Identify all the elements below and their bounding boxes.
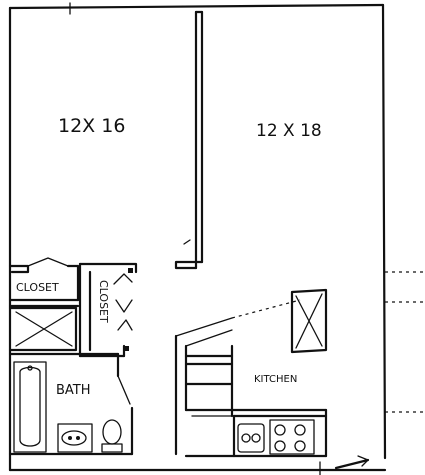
entry-door bbox=[319, 455, 370, 475]
kitchen-sink bbox=[237, 423, 265, 453]
closet-1-label: CLOSET bbox=[16, 281, 59, 294]
closet-2 bbox=[78, 262, 138, 358]
kitchen-label: KITCHEN bbox=[254, 374, 297, 385]
closet-1 bbox=[8, 257, 80, 308]
bath-label: BATH bbox=[56, 383, 91, 398]
stove bbox=[269, 419, 315, 455]
left-room-size-label: 12X 16 bbox=[58, 115, 125, 137]
refrigerator bbox=[290, 288, 328, 354]
kitchen bbox=[174, 288, 328, 458]
shower-stall bbox=[8, 306, 78, 352]
bathroom bbox=[8, 352, 134, 456]
right-room-size-label: 12 X 18 bbox=[256, 121, 322, 141]
bathtub bbox=[13, 361, 47, 453]
toilet bbox=[101, 443, 123, 453]
sink bbox=[57, 423, 93, 453]
exterior-walls bbox=[8, 2, 387, 472]
partition-wall bbox=[174, 10, 204, 270]
closet-2-label: CLOSET bbox=[97, 280, 110, 323]
outside-dash-lines bbox=[385, 271, 425, 413]
